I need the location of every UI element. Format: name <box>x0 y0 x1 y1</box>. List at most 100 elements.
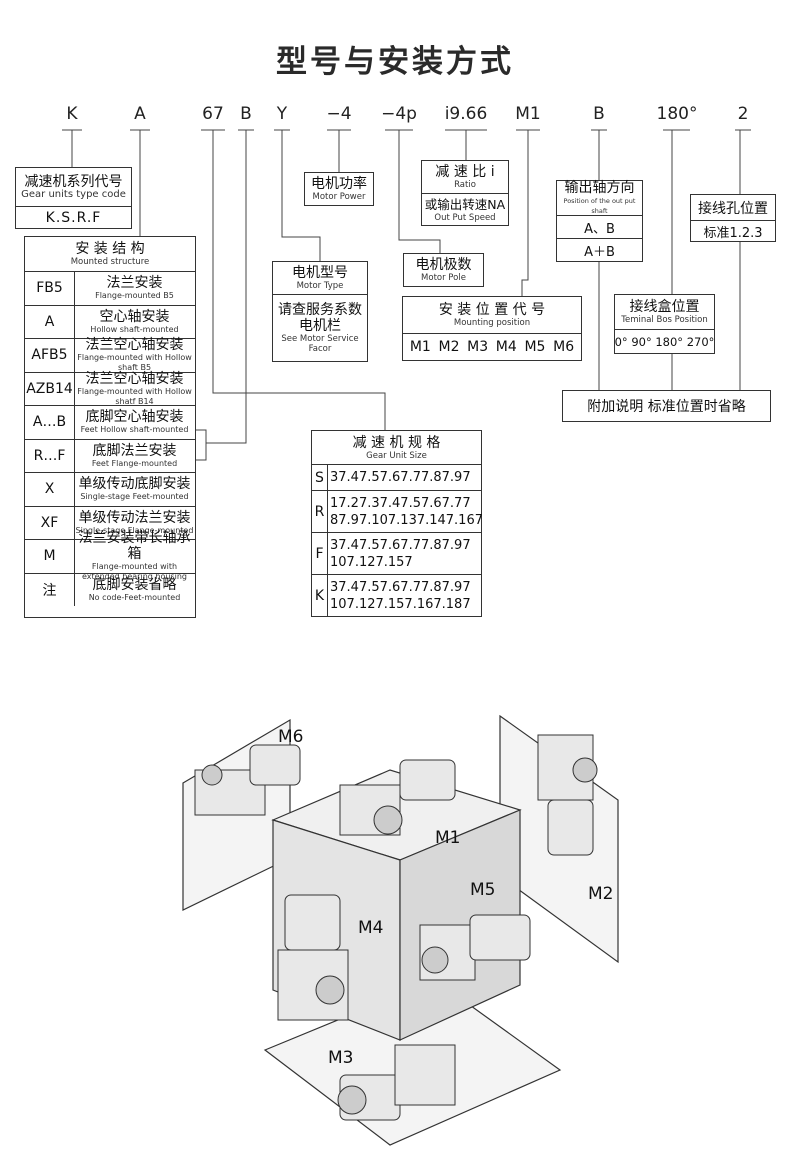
position-value: M4 <box>495 339 517 355</box>
note-box: 附加说明 标准位置时省略 <box>562 390 771 422</box>
motor-type-cn2: 请查服务系数 <box>278 302 362 318</box>
motor-power-box: 电机功率 Motor Power <box>304 172 374 206</box>
motor-type-header: 电机型号 Motor Type <box>273 262 367 294</box>
motor-power-en: Motor Power <box>312 192 366 202</box>
mounting-en-value: Hollow shaft-mounted <box>90 324 179 334</box>
output-direction-box: 输出轴方向 Position of the out put shaft A、B … <box>556 180 643 262</box>
mounting-key: AZB14 <box>25 372 75 405</box>
series-code-box: 减速机系列代号 Gear units type code K.S.R.F <box>15 167 132 229</box>
mounting-key: AFB5 <box>25 339 75 372</box>
ratio-box: 减 速 比 i Ratio 或输出转速NA Out Put Speed <box>421 160 509 226</box>
mounting-en-value: Single-stage Flange-mounted <box>75 525 194 535</box>
terminal-box: 接线盒位置 Teminal Bos Position 0° 90° 180° 2… <box>614 294 715 354</box>
mounting-cn-value: 底脚法兰安装 <box>92 442 177 459</box>
position-cn: 安 装 位 置 代 号 <box>438 302 546 318</box>
cable-hole-box: 接线孔位置 标准1.2.3 <box>690 194 776 242</box>
gear-size-line: 37.47.57.67.77.87.97 <box>330 579 471 595</box>
terminal-header: 接线盒位置 Teminal Bos Position <box>615 295 714 329</box>
code-size: 67 <box>202 104 224 124</box>
position-en: Mounting position <box>453 318 531 328</box>
mounting-cn-value: 法兰空心轴安装 <box>85 370 184 387</box>
code-a: A <box>134 104 146 124</box>
position-value: M1 <box>409 339 431 355</box>
gear-size-line: 37.47.57.67.77.87.97 <box>330 537 471 553</box>
series-en: Gear units type code <box>21 189 126 200</box>
cable-hole-value: 标准1.2.3 <box>691 220 775 241</box>
gear-size-line: 107.127.157.167.187 <box>330 596 471 612</box>
code-y: Y <box>276 104 288 124</box>
output-v1: A、B <box>557 215 642 238</box>
label-m4: M4 <box>358 918 384 938</box>
terminal-cn: 接线盒位置 <box>629 299 700 315</box>
gear-m3 <box>394 1044 456 1106</box>
motor-type-en2: See Motor Service <box>281 334 359 344</box>
code-ratio: i9.66 <box>444 104 488 124</box>
mounting-key: 注 <box>25 573 75 606</box>
output-en: Position of the out put shaft <box>563 197 636 215</box>
position-value: M2 <box>438 339 460 355</box>
mounting-key: FB5 <box>25 272 75 305</box>
mounting-en-value: Flange-mounted with Hollow shaft B5 <box>77 353 192 373</box>
mounting-en-value: Feet Flange-mounted <box>91 458 178 468</box>
gear-size-key: K <box>312 575 328 616</box>
label-m2: M2 <box>588 884 614 904</box>
gear-size-values: 37.47.57.67.77.87.97 <box>328 465 481 490</box>
mounting-cn-value: 法兰安装 <box>106 275 163 292</box>
motor-m4 <box>284 894 341 951</box>
terminal-value: 0° 90° 180° 270° <box>615 329 714 353</box>
code-power: −4 <box>326 104 352 124</box>
code-output: B <box>593 104 605 124</box>
series-header: 减速机系列代号 Gear units type code <box>16 168 131 206</box>
label-m5: M5 <box>470 880 496 900</box>
mounting-key: R…F <box>25 439 75 472</box>
motor-pole-box: 电机极数 Motor Pole <box>403 253 484 287</box>
output-header: 输出轴方向 Position of the out put shaft <box>557 180 642 215</box>
mounting-cn-value: 底脚空心轴安装 <box>85 409 184 426</box>
motor-m6 <box>249 744 301 786</box>
mounting-en-value: Flange-mounted B5 <box>95 291 174 301</box>
mounting-key: X <box>25 473 75 506</box>
mounting-key: A <box>25 305 75 338</box>
motor-type-en3: Facor <box>308 344 332 354</box>
mounting-cn-value: 单级传动法兰安装 <box>78 509 191 526</box>
motor-pole-cn: 电机极数 <box>415 257 472 273</box>
motor-type-box: 电机型号 Motor Type 请查服务系数 电机栏 See Motor Ser… <box>272 261 368 362</box>
mounting-en-value: Flange-mounted with Hollow shatf B14 <box>77 386 192 406</box>
mounting-header: 安 装 结 构 Mounted structure <box>25 237 195 271</box>
mounting-en-value: Feet Hollow shaft-mounted <box>80 425 189 435</box>
gear-size-line: 87.97.107.137.147.167 <box>330 512 483 528</box>
mounting-key: XF <box>25 506 75 539</box>
motor-power-cn: 电机功率 <box>311 176 367 192</box>
mounting-key: A…B <box>25 406 75 439</box>
mounting-cn: 安 装 结 构 <box>75 241 145 257</box>
position-value: M6 <box>553 339 575 355</box>
motor-type-body: 请查服务系数 电机栏 See Motor Service Facor <box>273 294 367 361</box>
ratio-body: 或输出转速NA Out Put Speed <box>422 193 508 225</box>
motor-m5 <box>469 914 531 961</box>
ratio-header: 减 速 比 i Ratio <box>422 161 508 193</box>
code-terminal: 180° <box>656 104 698 124</box>
